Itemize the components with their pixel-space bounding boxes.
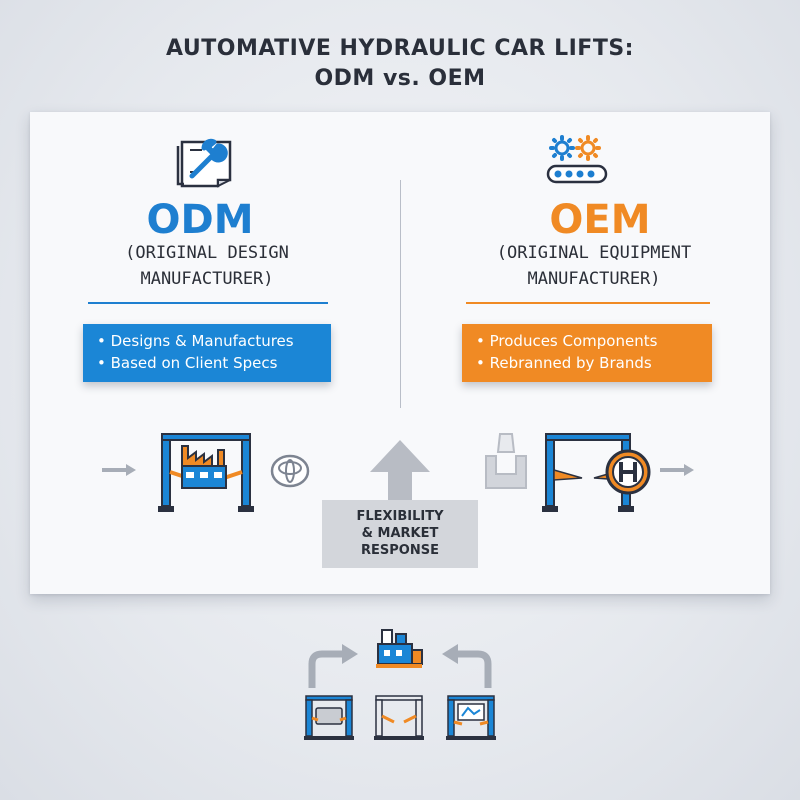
bottom-lift-3-icon [446, 695, 496, 740]
odm-fullname: (ORIGINAL DESIGN MANUFACTURER) [47, 240, 367, 292]
oem-output-arrow-icon [660, 464, 694, 476]
blueprint-wrench-icon [176, 138, 232, 188]
flex-label-line-1: FLEXIBILITY [356, 509, 444, 524]
odm-input-arrow-icon [102, 464, 136, 476]
odm-bullet-box: • Designs & Manufactures • Based on Clie… [83, 324, 331, 382]
component-part-icon [485, 433, 527, 489]
flex-label-line-2: & MARKET [361, 526, 439, 541]
bottom-factory-icon [376, 629, 423, 668]
oem-bullet-1: • Produces Components [476, 332, 658, 350]
bottom-right-curved-arrow-icon [442, 644, 492, 688]
flexibility-market-response-box: FLEXIBILITY & MARKET RESPONSE [322, 500, 478, 568]
title-line-2: ODM vs. OEM [314, 66, 486, 91]
odm-bullet-1: • Designs & Manufactures [97, 332, 294, 350]
oem-fullname-line-1: (ORIGINAL EQUIPMENT [496, 243, 692, 263]
bottom-lift-2-icon [374, 695, 424, 740]
oem-fullname-line-2: MANUFACTURER) [527, 269, 661, 289]
oem-underline [466, 302, 710, 304]
h-logo-icon [605, 449, 651, 495]
odm-acronym: ODM [146, 197, 254, 243]
flex-label-line-3: RESPONSE [361, 543, 439, 558]
up-arrow-icon [370, 440, 430, 502]
bottom-lift-1-icon [304, 695, 354, 740]
odm-underline [88, 302, 328, 304]
car-lift-factory-icon [158, 433, 254, 512]
bottom-left-curved-arrow-icon [308, 644, 358, 688]
title-line-1: AUTOMATIVE HYDRAULIC CAR LIFTS: [166, 36, 634, 61]
odm-bullet-2: • Based on Client Specs [97, 354, 278, 372]
odm-fullname-line-1: (ORIGINAL DESIGN [125, 243, 289, 263]
center-divider [400, 180, 401, 408]
toyota-logo-icon [270, 454, 310, 488]
gears-conveyor-icon [546, 135, 608, 184]
oem-acronym: OEM [549, 197, 651, 243]
oem-bullet-box: • Produces Components • Rebranned by Bra… [462, 324, 712, 382]
odm-fullname-line-2: MANUFACTURER) [140, 269, 274, 289]
oem-bullet-2: • Rebranned by Brands [476, 354, 652, 372]
oem-fullname: (ORIGINAL EQUIPMENT MANUFACTURER) [434, 240, 754, 292]
